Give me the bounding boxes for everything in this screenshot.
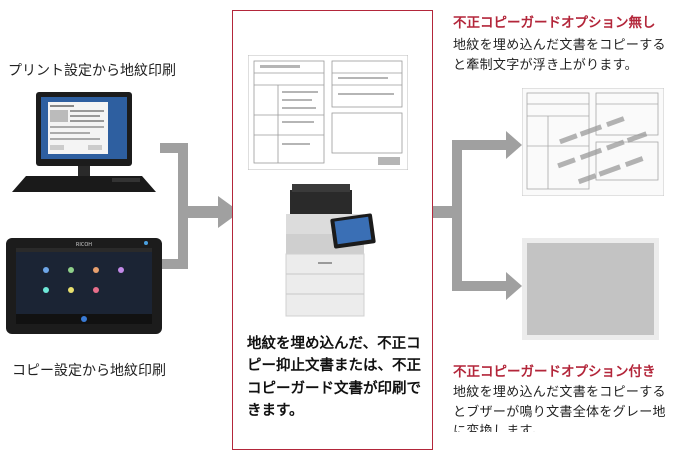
- with-option-heading: 不正コピーガードオプション付き: [453, 364, 656, 380]
- connector-vertical-right: [452, 140, 462, 291]
- tablet-brand: RICOH: [76, 242, 92, 248]
- connector-from-tablet: [160, 259, 188, 269]
- desktop-computer-icon: [12, 92, 156, 192]
- with-option-description: 地紋を埋め込んだ文書をコピーするとブザーが鳴り文書全体をグレー地に変換します。: [453, 385, 666, 432]
- center-description: 地紋を埋め込んだ、不正コピー抑止文書または、不正コピーガード文書が印刷できます。: [247, 336, 421, 420]
- arrow-shaft-lower: [452, 281, 508, 291]
- multifunction-printer-icon: [285, 184, 376, 317]
- tablet-icon: RICOH: [6, 238, 162, 334]
- copy-setting-label: コピー設定から地紋印刷: [12, 363, 166, 379]
- connector-from-pc: [160, 143, 188, 153]
- flow-arrows: [160, 131, 522, 300]
- document-icon: [248, 55, 408, 170]
- arrow-shaft-upper: [452, 140, 508, 150]
- print-setting-label: プリント設定から地紋印刷: [8, 63, 176, 79]
- without-option-heading: 不正コピーガードオプション無し: [453, 15, 656, 31]
- arrow-head-upper: [506, 131, 522, 159]
- arrow-head-left: [218, 196, 240, 228]
- arrow-shaft-left: [178, 206, 220, 218]
- arrow-head-lower: [506, 272, 522, 300]
- without-option-description: 地紋を埋め込んだ文書をコピーすると牽制文字が浮き上がります。: [453, 38, 666, 73]
- gray-converted-document: [522, 238, 659, 340]
- copied-document-icon: [522, 88, 664, 196]
